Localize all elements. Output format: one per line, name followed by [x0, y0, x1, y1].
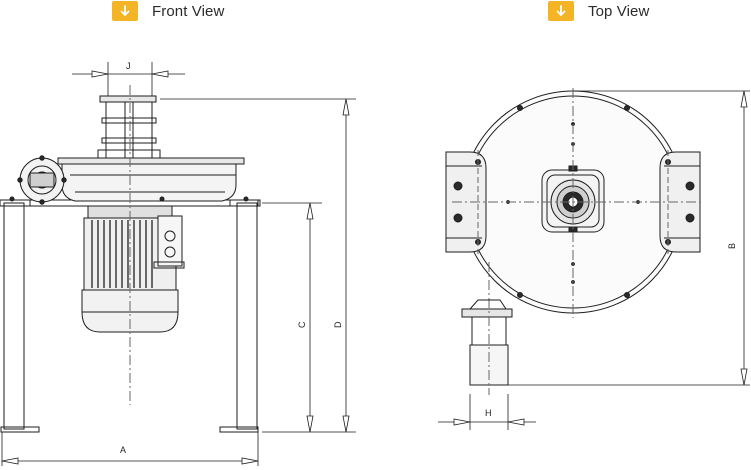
dimension-B — [508, 90, 750, 386]
top-view-drawing — [445, 88, 701, 395]
dimension-label-B: B — [727, 243, 737, 249]
dimension-label-H: H — [485, 408, 492, 418]
top-view-header: Top View — [548, 0, 649, 22]
arrow-down-icon — [112, 1, 138, 21]
dimension-label-J: J — [126, 61, 131, 71]
dimension-label-D: D — [333, 321, 343, 328]
dimension-A — [1, 432, 259, 466]
dimension-label-A: A — [120, 445, 126, 455]
top-view-title: Top View — [588, 2, 650, 20]
arrow-down-icon — [548, 1, 574, 21]
front-view-drawing — [0, 85, 261, 433]
dimension-label-C: C — [297, 321, 307, 328]
dimension-H — [438, 394, 536, 430]
dimension-C — [262, 202, 356, 433]
front-view-title: Front View — [152, 2, 225, 20]
dimension-J — [72, 62, 185, 96]
front-view-header: Front View — [112, 0, 224, 22]
dimension-D — [160, 98, 356, 433]
